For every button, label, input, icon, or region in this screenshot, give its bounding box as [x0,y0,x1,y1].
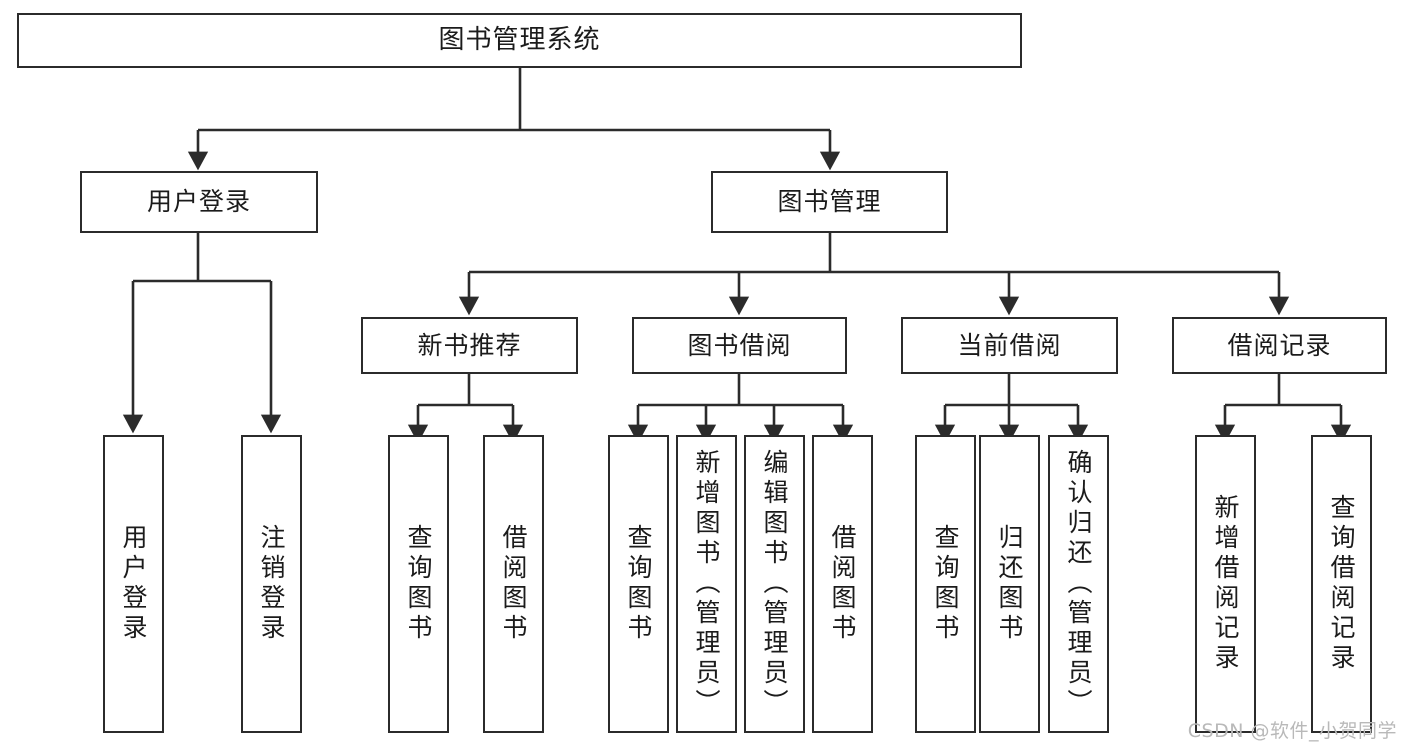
node-label: 归还图书 [995,524,1024,644]
leaf-borrow-edit-book-admin[interactable]: 编辑图书（管理员） [744,435,805,733]
node-label: 新书推荐 [417,330,522,360]
node-label: 查询图书 [404,524,433,644]
leaf-user-login-login[interactable]: 用户登录 [103,435,164,733]
node-label: 查询借阅记录 [1327,494,1356,674]
leaf-record-query-record[interactable]: 查询借阅记录 [1311,435,1372,733]
node-new-book-recommend[interactable]: 新书推荐 [361,317,578,374]
leaf-user-login-logout[interactable]: 注销登录 [241,435,302,733]
node-book-management[interactable]: 图书管理 [711,171,948,233]
leaf-current-query-book[interactable]: 查询图书 [915,435,976,733]
node-label: 用户登录 [119,524,148,644]
node-label: 新增图书（管理员） [692,449,721,719]
node-root-system[interactable]: 图书管理系统 [17,13,1022,68]
leaf-current-confirm-return-admin[interactable]: 确认归还（管理员） [1048,435,1109,733]
leaf-record-add-record[interactable]: 新增借阅记录 [1195,435,1256,733]
node-label: 当前借阅 [957,330,1062,360]
node-label: 查询图书 [931,524,960,644]
node-current-borrow[interactable]: 当前借阅 [901,317,1118,374]
node-book-borrow[interactable]: 图书借阅 [632,317,847,374]
node-label: 图书管理系统 [438,25,601,56]
node-label: 借阅记录 [1227,330,1332,360]
leaf-borrow-query-book[interactable]: 查询图书 [608,435,669,733]
node-label: 新增借阅记录 [1211,494,1240,674]
node-label: 借阅图书 [828,524,857,644]
node-label: 确认归还（管理员） [1064,449,1093,719]
node-user-login[interactable]: 用户登录 [80,171,318,233]
node-label: 图书借阅 [687,330,792,360]
watermark-text: CSDN @软件_小贺同学 [1187,720,1397,742]
leaf-borrow-add-book-admin[interactable]: 新增图书（管理员） [676,435,737,733]
leaf-current-return-book[interactable]: 归还图书 [979,435,1040,733]
node-label: 编辑图书（管理员） [760,449,789,719]
node-label: 注销登录 [257,524,286,644]
leaf-new-book-borrow[interactable]: 借阅图书 [483,435,544,733]
node-label: 查询图书 [624,524,653,644]
leaf-borrow-borrow-book[interactable]: 借阅图书 [812,435,873,733]
node-label: 图书管理 [777,187,882,217]
node-borrow-record[interactable]: 借阅记录 [1172,317,1387,374]
node-label: 用户登录 [146,187,251,217]
node-label: 借阅图书 [499,524,528,644]
leaf-new-book-query[interactable]: 查询图书 [388,435,449,733]
